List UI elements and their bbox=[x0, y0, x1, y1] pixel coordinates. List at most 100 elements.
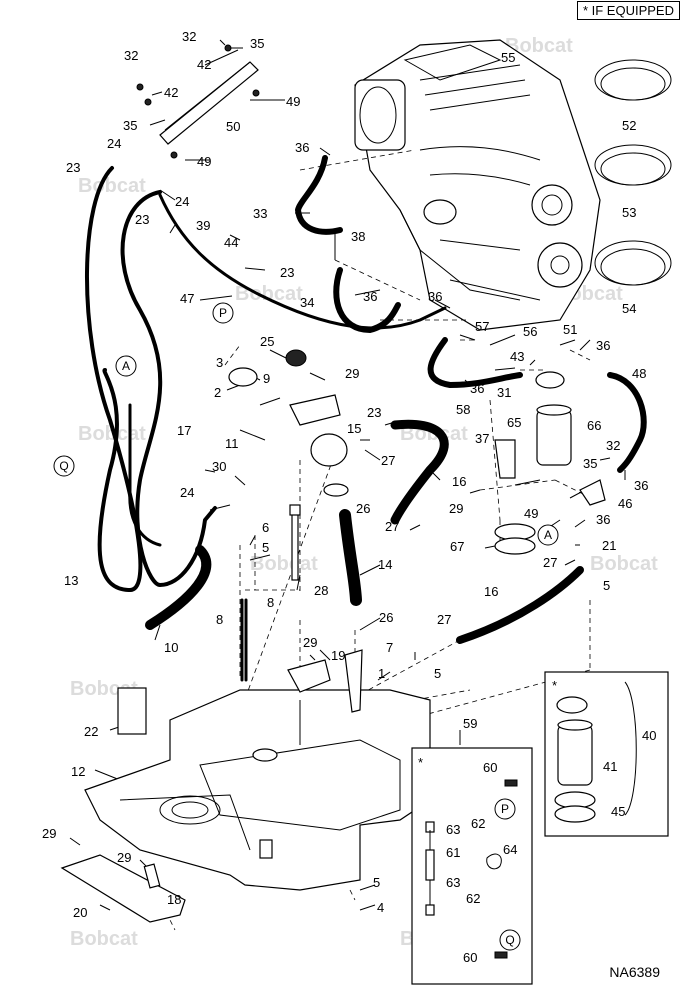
part-label: 54 bbox=[622, 301, 636, 316]
part-label: 43 bbox=[510, 349, 524, 364]
fuel-cooler bbox=[136, 44, 260, 159]
part-label: 23 bbox=[66, 160, 80, 175]
part-label: 12 bbox=[71, 764, 85, 779]
part-label: 67 bbox=[450, 539, 464, 554]
part-label: 60 bbox=[463, 950, 477, 965]
part-label: 48 bbox=[632, 366, 646, 381]
part-label: 8 bbox=[216, 612, 223, 627]
fuel-hoses bbox=[84, 155, 647, 958]
legend-asterisk: * bbox=[582, 3, 589, 18]
part-label: 29 bbox=[449, 501, 463, 516]
part-label: 37 bbox=[475, 431, 489, 446]
tank-pad bbox=[117, 687, 147, 735]
part-label: 16 bbox=[484, 584, 498, 599]
fuel-filter-head bbox=[228, 349, 349, 497]
part-label: 5 bbox=[373, 875, 380, 890]
part-label: 24 bbox=[180, 485, 194, 500]
part-label: 47 bbox=[180, 291, 194, 306]
part-label: 23 bbox=[280, 265, 294, 280]
part-label: 45 bbox=[611, 804, 625, 819]
part-label: 6 bbox=[262, 520, 269, 535]
watermark: Bobcat bbox=[235, 283, 303, 305]
callout-p-inset: P bbox=[494, 798, 516, 820]
fuel-tank bbox=[84, 689, 431, 891]
part-label: 29 bbox=[303, 635, 317, 650]
part-label: 26 bbox=[356, 501, 370, 516]
hose-coil-52 bbox=[594, 59, 672, 101]
part-label: 16 bbox=[452, 474, 466, 489]
part-label: 15 bbox=[347, 421, 361, 436]
part-label: 62 bbox=[466, 891, 480, 906]
if-equipped-legend: * IF EQUIPPED bbox=[576, 1, 680, 20]
part-label: 39 bbox=[196, 218, 210, 233]
part-label: 29 bbox=[117, 850, 131, 865]
part-label: 63 bbox=[446, 875, 460, 890]
part-label: 24 bbox=[175, 194, 189, 209]
part-label: 13 bbox=[64, 573, 78, 588]
part-label: 17 bbox=[177, 423, 191, 438]
part-label: 32 bbox=[606, 438, 620, 453]
svg-text:A: A bbox=[544, 528, 552, 542]
part-label: 52 bbox=[622, 118, 636, 133]
part-label: 38 bbox=[351, 229, 365, 244]
part-label: 53 bbox=[622, 205, 636, 220]
svg-text:P: P bbox=[219, 306, 227, 320]
hose-coil-53 bbox=[594, 144, 672, 186]
watermark: Bobcat bbox=[250, 553, 318, 575]
inset-detail-40 bbox=[544, 671, 669, 837]
part-label: 49 bbox=[197, 154, 211, 169]
inset-40-marker: * bbox=[552, 678, 557, 693]
watermark: Bobcat bbox=[590, 553, 658, 575]
inset-59-marker: * bbox=[418, 755, 423, 770]
legend-text: IF EQUIPPED bbox=[591, 3, 674, 18]
part-label: 60 bbox=[483, 760, 497, 775]
part-label: 51 bbox=[563, 322, 577, 337]
part-label: 44 bbox=[224, 235, 238, 250]
part-label: 36 bbox=[470, 381, 484, 396]
callout-q-inset: Q bbox=[499, 929, 521, 951]
part-label: 34 bbox=[300, 295, 314, 310]
part-label: 27 bbox=[437, 612, 451, 627]
part-label: 28 bbox=[314, 583, 328, 598]
part-label: 29 bbox=[345, 366, 359, 381]
part-label: 5 bbox=[603, 578, 610, 593]
callout-a-right: A bbox=[537, 524, 559, 546]
part-label: 61 bbox=[446, 845, 460, 860]
part-label: 35 bbox=[123, 118, 137, 133]
part-label: 22 bbox=[84, 724, 98, 739]
part-label: 36 bbox=[634, 478, 648, 493]
svg-text:Q: Q bbox=[59, 459, 68, 473]
part-label: 66 bbox=[587, 418, 601, 433]
water-separator bbox=[494, 371, 606, 555]
part-label: 42 bbox=[164, 85, 178, 100]
part-label: 27 bbox=[381, 453, 395, 468]
part-label: 9 bbox=[263, 371, 270, 386]
watermark: Bobcat bbox=[505, 35, 573, 57]
filler-tube bbox=[344, 649, 363, 713]
part-label: 20 bbox=[73, 905, 87, 920]
part-label: 65 bbox=[507, 415, 521, 430]
mount-bracket bbox=[287, 659, 331, 693]
part-label: 56 bbox=[523, 324, 537, 339]
part-label: 5 bbox=[434, 666, 441, 681]
part-label: 32 bbox=[124, 48, 138, 63]
part-label: 1 bbox=[378, 666, 385, 681]
part-label: 35 bbox=[583, 456, 597, 471]
part-label: 5 bbox=[262, 540, 269, 555]
part-label: 36 bbox=[295, 140, 309, 155]
part-label: 11 bbox=[225, 436, 239, 451]
part-label: 27 bbox=[543, 555, 557, 570]
part-label: 7 bbox=[386, 640, 393, 655]
part-label: 24 bbox=[107, 136, 121, 151]
watermark: Bobcat bbox=[70, 928, 138, 950]
part-label: 36 bbox=[596, 512, 610, 527]
part-label: 8 bbox=[267, 595, 274, 610]
part-label: 31 bbox=[497, 385, 511, 400]
part-label: 36 bbox=[363, 289, 377, 304]
part-label: 25 bbox=[260, 334, 274, 349]
part-label: 36 bbox=[596, 338, 610, 353]
fuel-sender bbox=[240, 504, 301, 682]
part-label: 26 bbox=[379, 610, 393, 625]
callout-q-left: Q bbox=[53, 455, 75, 477]
part-label: 41 bbox=[603, 759, 617, 774]
